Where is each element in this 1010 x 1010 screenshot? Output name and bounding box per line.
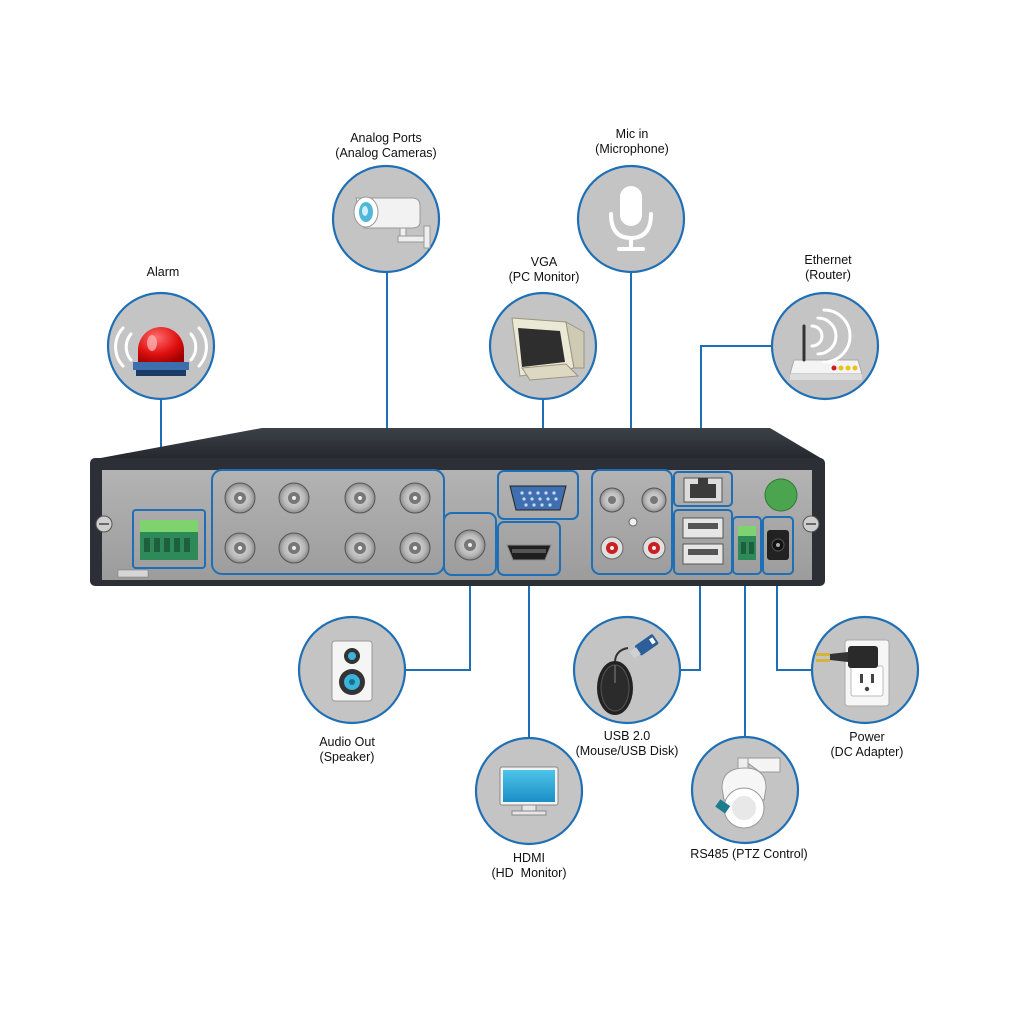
screw-right (802, 515, 820, 533)
warranty-sticker (764, 478, 798, 512)
audio-out-label-line1: Audio Out (319, 735, 375, 749)
power-label-line1: Power (849, 730, 885, 744)
alarm-terminal-block (132, 509, 206, 569)
mic-in-port-group (591, 469, 673, 575)
usb-ports (682, 517, 724, 565)
lcd-monitor-icon (499, 766, 559, 816)
bnc-connectors (224, 482, 431, 564)
audio-out-label-line2: (Speaker) (319, 750, 375, 764)
power-label: Power (DC Adapter) (831, 730, 904, 760)
vga-port (509, 485, 567, 511)
camera-icon (353, 196, 431, 249)
bnc-port (399, 532, 431, 564)
ethernet-port-group (673, 471, 733, 507)
mic-label: Mic in (Microphone) (595, 127, 669, 157)
audio-out-badge (297, 615, 407, 725)
audio-out-bnc-port (454, 529, 486, 561)
hdmi-port (506, 544, 552, 561)
vga-port-group (497, 470, 579, 520)
bnc-port (278, 532, 310, 564)
analog-cameras-badge (331, 164, 441, 274)
analog-ports-label-line1: Analog Ports (350, 131, 422, 145)
usb-label-line1: USB 2.0 (603, 729, 651, 743)
audio-out-port-group (443, 512, 497, 576)
audio-out-label: Audio Out (Speaker) (319, 735, 375, 765)
dvr-device (90, 428, 825, 586)
ptz-camera-icon (715, 757, 781, 829)
dc-power-jack (767, 530, 789, 560)
alarm-badge (106, 291, 216, 401)
connector-usb (680, 580, 701, 671)
bnc-port (344, 532, 376, 564)
siren-icon (114, 326, 208, 376)
rs485-label: RS485 (PTZ Control) (690, 847, 807, 862)
microphone-icon (609, 186, 653, 251)
bnc-port (641, 487, 667, 513)
alarm-label-line1: Alarm (146, 265, 180, 279)
vga-label-line2: (PC Monitor) (508, 270, 580, 284)
vga-badge (488, 291, 598, 401)
screw-left (95, 515, 113, 533)
power-badge (810, 615, 920, 725)
mic-label-line2: (Microphone) (595, 142, 669, 156)
vga-label-line1: VGA (530, 255, 558, 269)
audio-bnc-ports (599, 487, 667, 527)
bnc-port (224, 532, 256, 564)
ethernet-badge (770, 291, 880, 401)
router-icon (789, 308, 863, 380)
speaker-icon (331, 640, 373, 702)
rs485-badge (690, 735, 800, 845)
ethernet-label-line1: Ethernet (804, 253, 852, 267)
vga-label: VGA (PC Monitor) (509, 255, 580, 285)
power-label-line2: (DC Adapter) (830, 745, 904, 759)
rs485-port-group (732, 516, 762, 575)
ethernet-label: Ethernet (Router) (804, 253, 851, 283)
bnc-port (599, 487, 625, 513)
connector-power (776, 575, 812, 671)
hdmi-label-line2: (HD Monitor) (491, 866, 567, 880)
connector-audio-out (405, 575, 471, 671)
analog-ports-label-line2: (Analog Cameras) (335, 146, 437, 160)
usb-badge (572, 615, 682, 725)
model-label-plate (117, 569, 149, 578)
crt-monitor-icon (511, 317, 585, 381)
dvr-top-cover (90, 428, 824, 460)
mic-badge (576, 164, 686, 274)
hdmi-label: HDMI (HD Monitor) (491, 851, 566, 881)
hdmi-port-group (497, 521, 561, 576)
rca-port (600, 536, 624, 560)
hdmi-badge (474, 736, 584, 846)
rs485-label-line1: RS485 (PTZ Control) (690, 847, 808, 861)
rca-ports (600, 536, 666, 560)
usb-label-line2: (Mouse/USB Disk) (575, 744, 679, 758)
analog-ports-label: Analog Ports (Analog Cameras) (335, 131, 436, 161)
power-port-group (762, 516, 794, 575)
alarm-label: Alarm (147, 265, 180, 280)
bnc-port (278, 482, 310, 514)
bnc-port (399, 482, 431, 514)
mouse-usb-icon (597, 634, 659, 715)
power-outlet-icon (816, 639, 890, 707)
rca-port (642, 536, 666, 560)
mic-label-line1: Mic in (615, 127, 649, 141)
bnc-port (224, 482, 256, 514)
hdmi-label-line1: HDMI (513, 851, 545, 865)
bnc-port (344, 482, 376, 514)
rs485-terminal (738, 526, 756, 560)
ethernet-label-line2: (Router) (805, 268, 851, 282)
rj45-port (683, 477, 723, 503)
connector-lines (160, 272, 812, 738)
usb-label: USB 2.0 (Mouse/USB Disk) (576, 729, 679, 759)
